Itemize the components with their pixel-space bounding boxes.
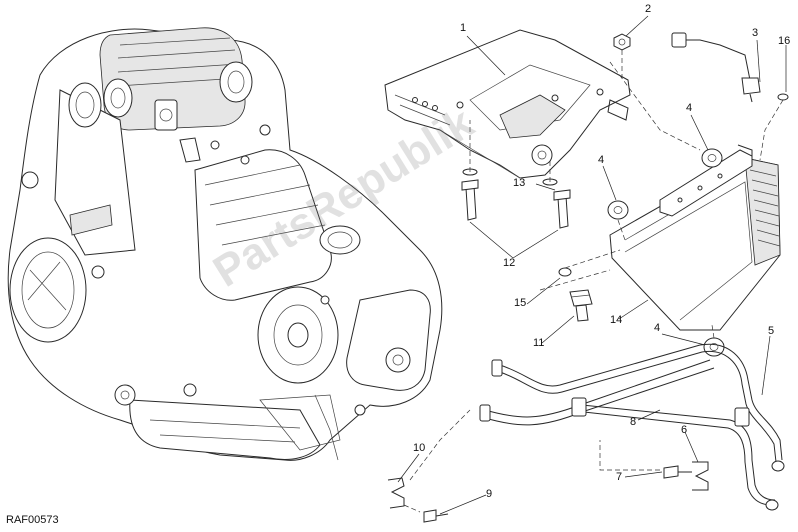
callout-14[interactable]: 14 (610, 314, 623, 326)
callout-4-top[interactable]: 4 (686, 102, 693, 114)
drawing-reference-code: RAF00573 (6, 514, 59, 526)
callout-8[interactable]: 8 (630, 416, 637, 428)
callout-13[interactable]: 13 (513, 177, 526, 189)
callout-1[interactable]: 1 (460, 22, 467, 34)
bolts-part-12 (461, 168, 571, 229)
engine-assembly (7, 27, 443, 461)
assembly-guide-lines (403, 50, 784, 513)
oil-cooler-part-14 (609, 144, 781, 331)
callout-15[interactable]: 15 (514, 297, 527, 309)
callout-3[interactable]: 3 (752, 27, 759, 39)
callout-leaders (397, 15, 787, 515)
pressure-switch-part-11 (558, 267, 593, 322)
callout-4-middle[interactable]: 4 (598, 154, 605, 166)
callout-9[interactable]: 9 (486, 488, 493, 500)
callout-16[interactable]: 16 (778, 35, 791, 47)
grommets-part-4 (607, 148, 725, 357)
callout-4-bottom[interactable]: 4 (654, 322, 661, 334)
radiator-bracket (384, 29, 631, 179)
callout-11[interactable]: 11 (533, 337, 545, 349)
callout-7[interactable]: 7 (616, 471, 623, 483)
callout-12[interactable]: 12 (503, 257, 516, 269)
oil-pipes-part-8 (479, 343, 785, 511)
callout-2[interactable]: 2 (645, 3, 652, 15)
callout-6[interactable]: 6 (681, 424, 688, 436)
nut-part-2 (613, 33, 631, 51)
callout-10[interactable]: 10 (413, 442, 426, 454)
clamps-and-bolts (387, 461, 709, 523)
callout-5[interactable]: 5 (768, 325, 775, 337)
sensor-cable-part-3 (671, 32, 789, 103)
